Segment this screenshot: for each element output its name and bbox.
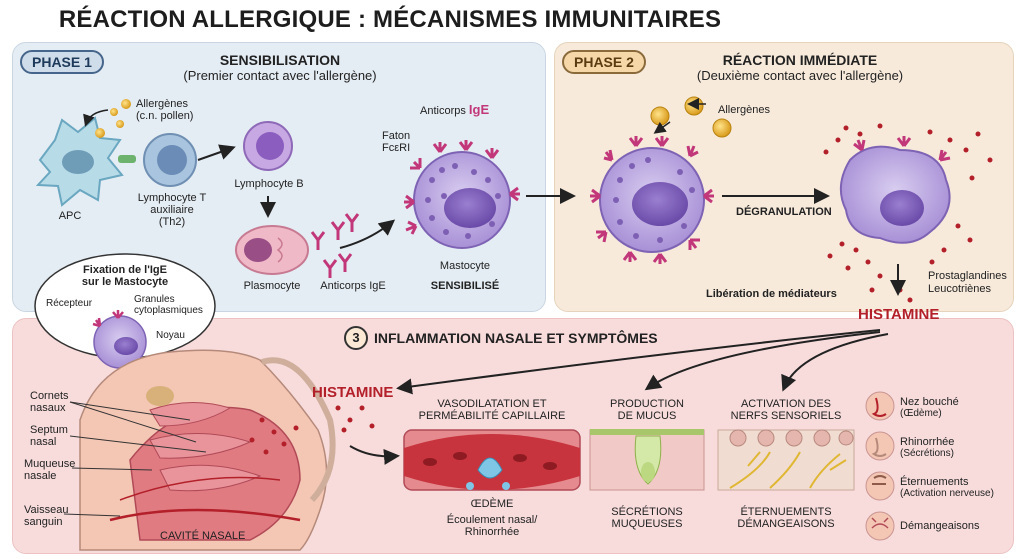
phase2-heading: RÉACTION IMMÉDIATE bbox=[722, 52, 878, 68]
symptom-1-note: (Œdème) bbox=[900, 408, 942, 419]
secretions-label-1: SÉCRÉTIONS bbox=[611, 506, 683, 518]
faton-label: Faton bbox=[382, 130, 411, 142]
allergen-dot bbox=[95, 128, 105, 138]
phase2-subheading: (Deuxième contact avec l'allergène) bbox=[696, 68, 904, 83]
phase2-allergens-label: Allergènes bbox=[718, 104, 770, 116]
allergens-note: (c.n. pollen) bbox=[136, 110, 194, 122]
fceri-label: FcεRI bbox=[382, 142, 411, 154]
symptom-2-label: Rhinorrhée bbox=[900, 436, 955, 448]
allergens-label: Allergènes bbox=[136, 98, 188, 110]
phase2-badge: PHASE 2 bbox=[562, 50, 646, 74]
mastocyte-ige-receptors bbox=[404, 140, 520, 235]
page-title: RÉACTION ALLERGIQUE : MÉCANISMES IMMUNIT… bbox=[58, 6, 722, 33]
lymph-t-label-1: Lymphocyte T bbox=[137, 192, 207, 204]
vaso-title-1: VASODILATATION ET bbox=[437, 398, 547, 410]
symptom-icons bbox=[865, 391, 895, 541]
vaisseau-label-2: sanguin bbox=[24, 516, 63, 528]
phase3-histamine-label: HISTAMINE bbox=[312, 384, 394, 401]
septum-label-2: nasal bbox=[30, 436, 57, 448]
ecoulement-label-1: Écoulement nasal/ bbox=[446, 514, 538, 526]
leucotrienes-label: Leucotriènes bbox=[928, 283, 991, 295]
degranulation-label: DÉGRANULATION bbox=[736, 206, 832, 218]
lymph-t-label-3: (Th2) bbox=[158, 216, 186, 228]
ecoulement-label-2: Rhinorrhée bbox=[464, 526, 520, 538]
allergen-dot bbox=[116, 120, 124, 128]
plasmocyte-label: Plasmocyte bbox=[243, 280, 301, 292]
nerves-illustration bbox=[717, 429, 855, 491]
symptom-1-label: Nez bouché bbox=[900, 396, 959, 408]
symptom-3-note: (Activation nerveuse) bbox=[900, 488, 994, 499]
apc-cell bbox=[35, 116, 124, 207]
sensibilise-label: SENSIBILISÉ bbox=[430, 280, 500, 292]
apc-label: APC bbox=[58, 210, 82, 222]
phase3-heading: INFLAMMATION NASALE ET SYMPTÔMES bbox=[374, 330, 658, 346]
anticorps-ige-label: Anticorps IgE bbox=[320, 280, 386, 292]
phase1-heading: SENSIBILISATION bbox=[219, 52, 341, 68]
nerfs-title-1: ACTIVATION DES bbox=[740, 398, 832, 410]
histamine-granules bbox=[823, 123, 993, 303]
recepteur-label: Récepteur bbox=[46, 298, 93, 309]
symptom-4-label: Démangeaisons bbox=[900, 520, 980, 532]
allergen-dot bbox=[121, 99, 131, 109]
nerfs-title-2: NERFS SENSORIELS bbox=[730, 410, 842, 422]
muqueuse-label-2: nasale bbox=[24, 470, 57, 482]
lymph-t-label-2: auxiliaire bbox=[150, 204, 194, 216]
symptom-2-note: (Sécrétions) bbox=[900, 448, 954, 459]
cavite-label: CAVITÉ NASALE bbox=[160, 530, 246, 542]
cornets-label-1: Cornets bbox=[30, 390, 69, 402]
mucus-illustration bbox=[589, 429, 705, 491]
ige-antibodies bbox=[310, 213, 360, 278]
mucus-title-2: DE MUCUS bbox=[617, 410, 677, 422]
phase1-badge: PHASE 1 bbox=[20, 50, 104, 74]
mucus-title-1: PRODUCTION bbox=[610, 398, 684, 410]
lymph-b-label: Lymphocyte B bbox=[234, 178, 304, 190]
symptom-3-label: Éternuements bbox=[900, 476, 969, 488]
oedeme-label: ŒDÈME bbox=[470, 498, 514, 510]
phase2-ige-receptors bbox=[590, 136, 714, 264]
allergen-dot bbox=[110, 108, 118, 116]
noyau-label: Noyau bbox=[156, 330, 185, 341]
inset-title-2: sur le Mastocyte bbox=[81, 276, 169, 288]
cornets-label-2: nasaux bbox=[30, 402, 66, 414]
septum-label-1: Septum bbox=[30, 424, 68, 436]
phase1-subheading: (Premier contact avec l'allergène) bbox=[183, 68, 377, 83]
granules-label-1: Granules bbox=[134, 294, 175, 305]
secretions-label-2: MUQUEUSES bbox=[611, 518, 683, 530]
eternuements-label-1: ÉTERNUEMENTS bbox=[740, 506, 832, 518]
vaisseau-label-1: Vaisseau bbox=[24, 504, 69, 516]
muqueuse-label-1: Muqueuse bbox=[24, 458, 76, 470]
mastocyte-label: Mastocyte bbox=[439, 260, 491, 272]
mastocyte-granules bbox=[425, 163, 501, 239]
phase2-allergens bbox=[650, 96, 732, 138]
nasal-cavity-illustration bbox=[79, 349, 336, 551]
liberation-label: Libération de médiateurs bbox=[706, 288, 837, 300]
eternuements-label-2: DÉMANGEAISONS bbox=[737, 518, 835, 530]
vessel-illustration bbox=[403, 429, 581, 491]
granules-label-2: cytoplasmiques bbox=[134, 305, 203, 316]
phase2-histamine-label: HISTAMINE bbox=[858, 306, 940, 323]
anticorps-top-label: Anticorps IgE bbox=[420, 102, 490, 117]
prostaglandines-label: Prostaglandines bbox=[928, 270, 1007, 282]
vaso-title-2: PERMÉABILITÉ CAPILLAIRE bbox=[418, 410, 566, 422]
phase3-number-badge: 3 bbox=[344, 326, 368, 350]
inset-title-1: Fixation de l'IgE bbox=[83, 264, 167, 276]
